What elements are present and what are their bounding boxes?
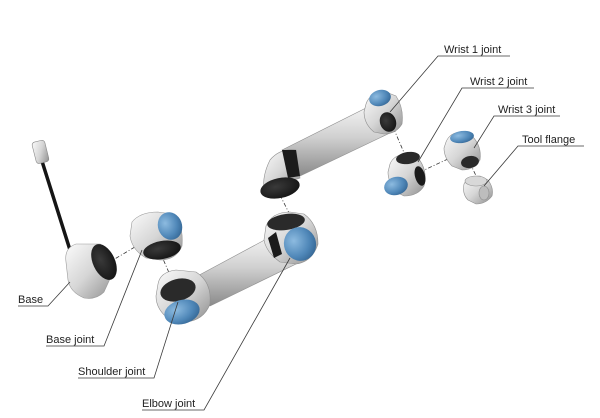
label-wrist-3-joint: Wrist 3 joint (498, 104, 555, 116)
base-part (65, 243, 117, 299)
base-cable (31, 139, 72, 252)
base-joint-part (129, 211, 183, 261)
wrist-3-part (443, 130, 481, 171)
label-base-joint: Base joint (46, 334, 94, 346)
upper-arm-part (260, 89, 403, 199)
lower-arm-part (155, 211, 319, 325)
label-wrist-1-joint: Wrist 1 joint (444, 44, 501, 56)
label-shoulder-joint: Shoulder joint (78, 366, 145, 378)
wrist-2-part (384, 151, 426, 197)
label-wrist-2-joint: Wrist 2 joint (470, 76, 527, 88)
label-tool-flange: Tool flange (522, 134, 575, 146)
leader-lines (18, 55, 584, 411)
labels: Wrist 1 joint Wrist 2 joint Wrist 3 join… (18, 44, 575, 410)
tool-flange-part (463, 175, 493, 205)
label-elbow-joint: Elbow joint (142, 398, 195, 410)
label-base: Base (18, 294, 43, 306)
